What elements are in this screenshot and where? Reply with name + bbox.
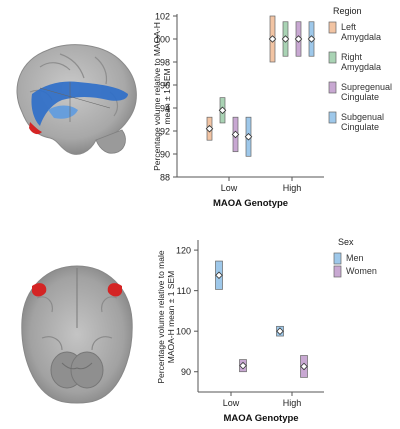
mean-marker <box>205 124 214 133</box>
legend-label: Amygdala <box>341 62 381 72</box>
x-tick-label: High <box>283 183 302 193</box>
brain-axial-image <box>21 265 133 404</box>
x-axis-label: MAOA Genotype <box>223 413 298 424</box>
y-tick-label: 96 <box>160 81 170 91</box>
mean-marker <box>244 132 253 141</box>
legend-swatch <box>333 265 342 278</box>
y-axis-label: MAOA-H mean ± 1 SEM <box>166 271 176 364</box>
legend-label: Right <box>341 52 363 62</box>
legend-label: Subgenual <box>341 112 384 122</box>
legend-label: Women <box>346 266 377 276</box>
legend-title: Sex <box>338 237 354 247</box>
y-tick-label: 120 <box>176 246 191 256</box>
x-tick-label: High <box>283 398 302 408</box>
y-tick-label: 94 <box>160 104 170 114</box>
y-tick-label: 88 <box>160 173 170 183</box>
y-axis-label: Percentage volume relative to male <box>156 250 166 384</box>
mean-marker <box>294 35 303 43</box>
legend-swatch <box>328 111 337 124</box>
mean-marker <box>231 130 240 139</box>
legend-swatch <box>333 252 342 265</box>
legend-swatch <box>328 81 337 94</box>
legend-swatch <box>328 51 337 64</box>
y-tick-label: 102 <box>155 12 170 22</box>
mean-marker <box>281 35 290 43</box>
mean-marker <box>215 271 223 280</box>
mean-marker <box>307 35 316 43</box>
x-axis-label: MAOA Genotype <box>213 198 288 209</box>
legend-label: Amygdala <box>341 32 381 42</box>
y-tick-label: 100 <box>176 327 191 337</box>
x-tick-label: Low <box>221 183 238 193</box>
y-tick-label: 90 <box>181 367 191 377</box>
y-tick-label: 100 <box>155 35 170 45</box>
brain-sagittal-image <box>16 44 137 155</box>
mean-marker <box>276 327 284 335</box>
legend-swatch <box>328 21 337 34</box>
legend-label: Cingulate <box>341 92 379 102</box>
y-tick-label: 90 <box>160 150 170 160</box>
mean-marker <box>300 362 308 371</box>
y-axis-label: Percentage volume relative to MAOA-H <box>152 22 162 171</box>
legend-title: Region <box>333 6 362 16</box>
y-axis-label: mean ± 1 SEM <box>162 68 172 124</box>
y-tick-label: 98 <box>160 58 170 68</box>
mean-marker <box>218 106 227 115</box>
legend-label: Supregenual <box>341 82 392 92</box>
mean-marker <box>239 361 247 370</box>
x-tick-label: Low <box>223 398 240 408</box>
legend-label: Left <box>341 22 357 32</box>
legend-label: Men <box>346 253 364 263</box>
mean-marker <box>268 35 277 43</box>
y-tick-label: 110 <box>177 286 191 296</box>
legend-label: Cingulate <box>341 122 379 132</box>
y-tick-label: 92 <box>160 127 170 137</box>
